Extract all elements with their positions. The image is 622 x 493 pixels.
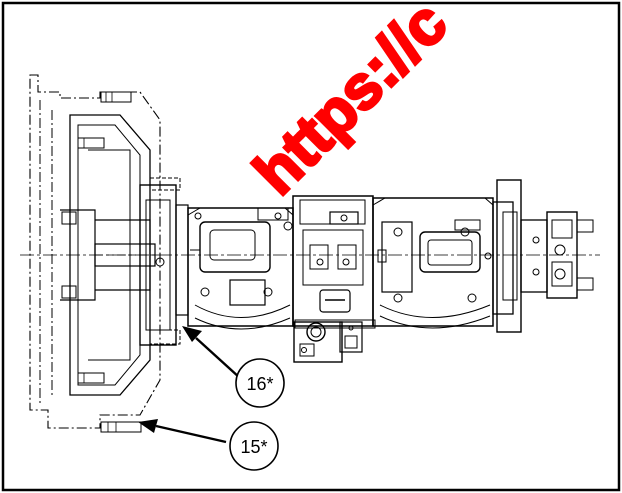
adapter-plate bbox=[139, 177, 189, 346]
rear-flange-and-gear-pump bbox=[492, 179, 594, 333]
center-valve-block bbox=[292, 195, 376, 363]
callout-16: 16* bbox=[235, 358, 285, 408]
leader-lines bbox=[138, 326, 241, 444]
main-pump-rear bbox=[372, 197, 494, 329]
callout-label: 16* bbox=[246, 374, 273, 394]
callout-circle bbox=[235, 358, 285, 408]
callout-circle bbox=[229, 421, 279, 471]
callout-label: 15* bbox=[240, 437, 267, 457]
callout-15: 15* bbox=[229, 421, 279, 471]
main-pump-front bbox=[187, 207, 294, 330]
watermark-text-fill: https://c bbox=[241, 0, 460, 208]
